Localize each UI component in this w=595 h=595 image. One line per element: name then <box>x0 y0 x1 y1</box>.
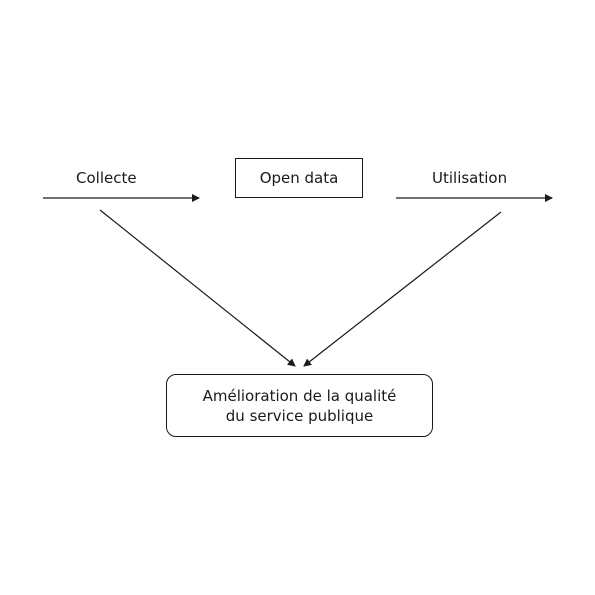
collecte-label: Collecte <box>76 169 137 187</box>
left-diagonal-arrow <box>99 209 296 367</box>
utilisation-label: Utilisation <box>432 169 508 187</box>
open-data-box: Open data <box>235 158 363 198</box>
result-line-1: Amélioration de la qualité <box>202 386 397 405</box>
right-diagonal-arrow <box>303 211 502 367</box>
result-box: Amélioration de la qualité du service pu… <box>166 374 433 437</box>
result-line-2: du service publique <box>225 406 374 425</box>
open-data-label: Open data <box>259 169 339 187</box>
